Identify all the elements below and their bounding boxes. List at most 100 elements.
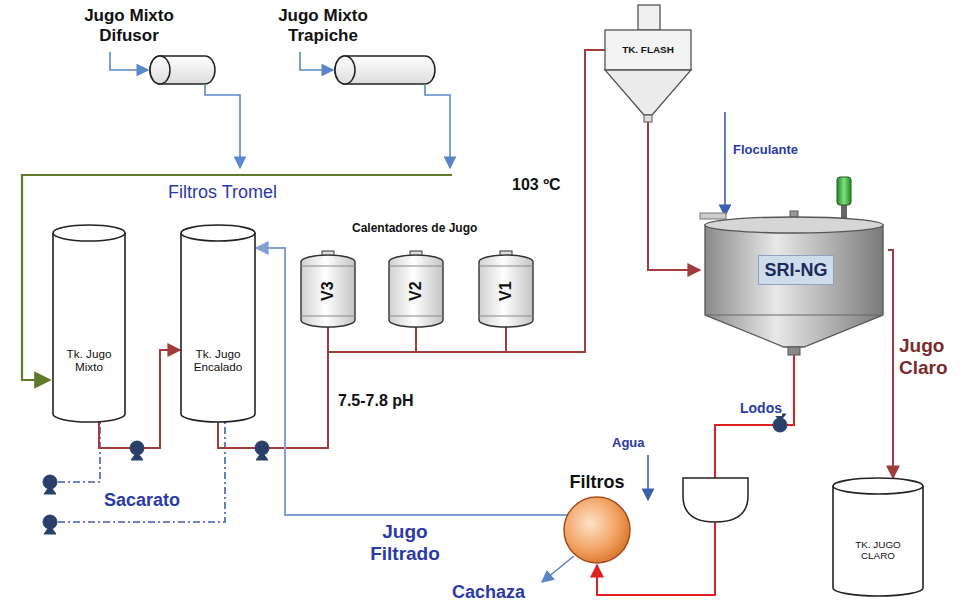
node-text: Tk. Jugo Encalado	[184, 347, 252, 374]
drawing-part	[131, 452, 143, 460]
node-outline	[180, 225, 256, 422]
drawing-part	[833, 478, 923, 596]
juice-heater: V3	[300, 255, 356, 327]
drawing-part	[301, 266, 355, 267]
drawing-part	[700, 213, 726, 219]
rotary-filter: Filtros	[555, 470, 639, 565]
drawing-part	[181, 233, 255, 241]
drawing-part	[705, 225, 883, 347]
process-label: Floculante	[733, 143, 833, 158]
drawing-part	[44, 526, 56, 534]
flow-label: 7.5-7.8 pH	[338, 392, 414, 410]
drawing-part	[425, 84, 450, 168]
drawing-part	[479, 255, 533, 327]
drawing-part	[833, 486, 923, 494]
drawing-part	[181, 225, 255, 422]
flow-line	[648, 122, 700, 270]
flow-label: Jugo Claro	[899, 335, 959, 379]
process-label: Jugo Mixto Difusor	[84, 6, 174, 45]
node-outline	[832, 478, 924, 596]
drawing-part	[58, 422, 100, 482]
flash-tank: TK. FLASH	[605, 5, 691, 122]
drawing-part	[647, 455, 649, 500]
node-label: Filtros	[555, 470, 639, 494]
mud-hopper	[683, 478, 748, 522]
node-text: V1	[497, 281, 515, 301]
pump-symbol	[773, 414, 787, 432]
node-text: SRI-NG	[765, 260, 828, 281]
drawing-part	[150, 56, 170, 84]
flow-label: Jugo Filtrado	[355, 521, 455, 565]
node-label: SRI-NG	[758, 255, 834, 285]
process-label: Agua	[612, 436, 672, 451]
drawing-part	[638, 5, 660, 30]
node-text: TK. JUGO CLARO	[840, 539, 916, 562]
node-label: TK. JUGO CLARO	[840, 526, 916, 574]
flow-line	[416, 327, 506, 352]
drawing-part	[837, 177, 851, 205]
process-label: Filtros Tromel	[168, 182, 318, 203]
process-label: Cachaza	[452, 582, 552, 603]
drawing-part	[110, 52, 148, 70]
drawing-part	[335, 56, 355, 84]
clarifier: SRI-NG	[700, 175, 888, 355]
node-text: V3	[319, 281, 337, 301]
drawing-part	[605, 30, 691, 70]
process-label: Calentadores de Jugo	[352, 222, 512, 236]
drawing-part	[389, 255, 443, 327]
drawing-part	[300, 52, 333, 70]
flow-line	[328, 327, 416, 352]
flow-line	[597, 355, 794, 595]
drawing-part	[605, 70, 691, 115]
drawing-part	[53, 233, 125, 241]
flow-line	[888, 250, 893, 478]
process-label: Sacarato	[104, 490, 214, 511]
node-label: V2	[388, 255, 444, 327]
storage-tank: TK. JUGO CLARO	[832, 478, 924, 596]
node-label: V1	[478, 255, 534, 327]
pump-symbol	[43, 515, 57, 534]
process-label: Jugo Mixto Trapiche	[268, 6, 378, 45]
node-text: TK. FLASH	[622, 44, 674, 55]
drawing-part	[301, 255, 355, 327]
storage-tank: Tk. Jugo Encalado	[180, 225, 256, 422]
juice-heater: V2	[388, 255, 444, 327]
drawing-part	[389, 266, 443, 267]
drawing-part	[44, 486, 56, 494]
flow-label: 103 ºC	[512, 176, 561, 194]
juice-heater: V1	[478, 255, 534, 327]
node-label: V3	[300, 255, 356, 327]
drawing-part	[53, 225, 125, 422]
drawing-part	[205, 84, 240, 168]
node-text: Tk. Jugo Mixto	[56, 347, 122, 374]
pump-symbol	[255, 441, 269, 460]
drawing-part	[705, 315, 883, 316]
flow-line	[256, 248, 568, 515]
drawing-part	[150, 56, 215, 84]
storage-tank: Tk. Jugo Mixto	[52, 225, 126, 422]
node-label: Tk. Jugo Mixto	[56, 325, 122, 395]
drawing-part	[43, 414, 787, 534]
node-outline	[605, 5, 691, 122]
drawing-part	[542, 556, 574, 582]
drawing-part	[335, 56, 435, 84]
drawing-part	[256, 452, 268, 460]
drawing-part	[644, 115, 652, 122]
node-outline	[52, 225, 126, 422]
drawing-part	[150, 56, 435, 84]
node-text: Filtros	[569, 472, 624, 493]
node-label: Tk. Jugo Encalado	[184, 325, 252, 395]
drawing-part	[301, 316, 355, 317]
flow-label: Lodos	[740, 400, 782, 416]
drawing-part	[479, 316, 533, 317]
pump-symbol	[43, 475, 57, 494]
node-label: TK. FLASH	[621, 32, 675, 68]
drawing-part	[479, 266, 533, 267]
drawing-part	[705, 217, 883, 233]
pump-symbol	[130, 441, 144, 460]
drawing-part	[564, 497, 630, 563]
drawing-part	[389, 316, 443, 317]
node-text: V2	[407, 281, 425, 301]
drawing-part	[58, 422, 225, 522]
